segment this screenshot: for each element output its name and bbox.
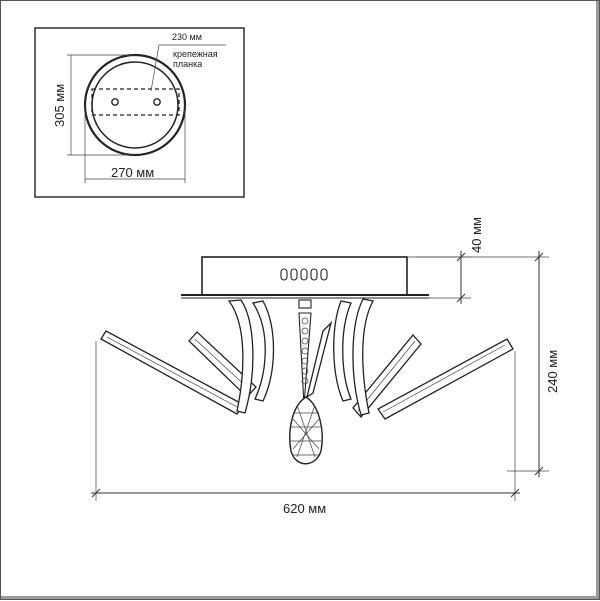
total-width-label: 620 мм [283, 501, 326, 516]
crystal-pendant [289, 396, 323, 465]
luminaire-side-view [100, 256, 514, 465]
plate-name-label-1: крепежная [173, 49, 218, 59]
vent-slots [280, 268, 328, 281]
mounting-hole-left [111, 98, 119, 106]
total-height-label: 240 мм [545, 350, 560, 393]
canopy-outer-circle [83, 53, 187, 157]
base-height-label: 40 мм [469, 217, 484, 253]
left-arm-curved [227, 299, 275, 414]
mounting-hole-right [153, 98, 161, 106]
total-width-dimension: 620 мм [91, 341, 520, 516]
inset-height-label: 305 мм [52, 84, 67, 127]
right-arm-inner [352, 333, 422, 419]
total-height-dimension: 240 мм [416, 251, 560, 477]
inset-width-label: 270 мм [111, 165, 154, 180]
base-height-dimension: 40 мм [407, 217, 484, 304]
crystal-chain [298, 299, 333, 406]
plate-width-label: 230 мм [172, 32, 202, 42]
right-arm-outer [377, 338, 514, 420]
plate-name-label-2: планка [173, 59, 202, 69]
mounting-inset: 230 мм крепежная планка 305 мм 270 мм [34, 27, 245, 198]
plate-leader-line [150, 44, 160, 92]
mounting-plate [91, 88, 180, 116]
right-arm-curved [333, 298, 374, 416]
